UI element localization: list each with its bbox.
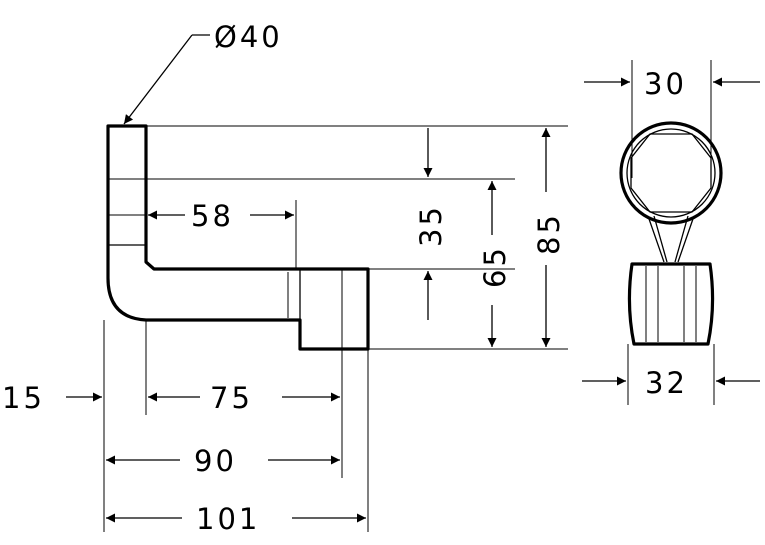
dimension-30: 30	[584, 67, 760, 101]
dim-label-85: 85	[532, 212, 566, 255]
dimension-75: 75	[148, 381, 340, 415]
dimension-58: 58	[148, 199, 294, 233]
dimension-diameter: Ø40	[123, 20, 283, 125]
end-view-part	[619, 121, 723, 346]
dimension-90: 90	[106, 444, 340, 478]
dim-label-30: 30	[644, 67, 687, 101]
dim-label-35: 35	[414, 204, 448, 247]
end-view-extension-lines	[627, 60, 715, 405]
dimension-101: 101	[106, 502, 366, 536]
dim-label-32: 32	[645, 366, 688, 400]
dimension-15: 15	[2, 381, 102, 415]
dim-label-90: 90	[194, 444, 237, 478]
dimension-65: 65	[478, 181, 512, 347]
dimension-35: 35	[414, 128, 448, 320]
dim-label-65: 65	[478, 245, 512, 288]
dim-label-diameter: Ø40	[214, 20, 283, 54]
dimension-32: 32	[582, 366, 760, 400]
dim-label-58: 58	[191, 199, 234, 233]
dim-label-101: 101	[196, 502, 260, 536]
extension-lines	[103, 125, 568, 532]
dimension-85: 85	[532, 128, 566, 347]
elbow-part-outline	[106, 124, 370, 351]
dim-label-75: 75	[210, 381, 253, 415]
dim-label-15: 15	[2, 381, 45, 415]
